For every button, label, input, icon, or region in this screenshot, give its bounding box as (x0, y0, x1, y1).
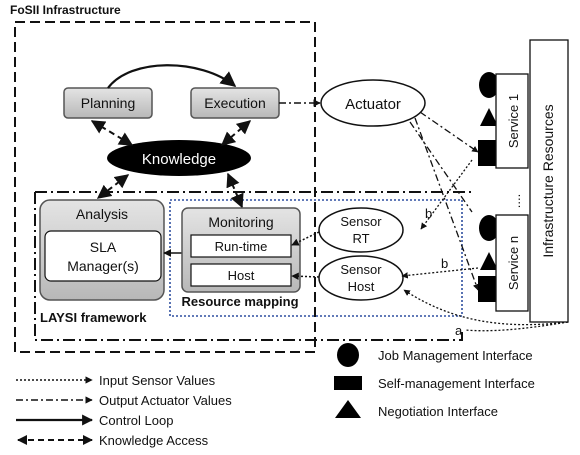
sensor-rt-node (318, 207, 404, 253)
legend-negotiation-label: Negotiation Interface (378, 404, 498, 419)
sensor-rt-to-runtime-arrow (291, 231, 320, 246)
host-box (190, 263, 292, 287)
label-b-upper: b (425, 206, 432, 221)
analysis-label: Analysis (76, 206, 128, 222)
label-b-lower: b (441, 256, 448, 271)
sla-manager-box (44, 230, 162, 282)
monitoring-label: Monitoring (208, 214, 273, 230)
sla-manager-label-line2: Manager(s) (67, 258, 139, 274)
host-label: Host (228, 268, 255, 283)
actuator-node (320, 79, 426, 127)
fosii-boundary (14, 21, 316, 353)
services-ellipsis: .... (508, 194, 523, 208)
diagram-title: FoSII Infrastructure (10, 3, 121, 17)
sla-manager-label-line1: SLA (90, 239, 117, 255)
runtime-box (190, 234, 292, 258)
service1-label: Service 1 (506, 94, 521, 148)
execution-label: Execution (204, 95, 265, 111)
legend-input-sensor-label: Input Sensor Values (99, 373, 216, 388)
servicen-self-mgmt-interface-icon (478, 276, 500, 302)
knowledge-monitoring-access (226, 172, 244, 209)
runtime-label: Run-time (215, 239, 268, 254)
actuator-to-servicen-line2 (414, 117, 480, 291)
service1-negotiation-interface-icon (480, 108, 498, 126)
actuator-to-servicen-line (409, 121, 473, 213)
servicen-box (495, 214, 529, 312)
resource-mapping-boundary (169, 199, 463, 317)
knowledge-node (107, 140, 251, 176)
service1-job-interface-icon (479, 72, 499, 98)
infrastructure-to-laysi-line (464, 321, 569, 332)
resource-mapping-label: Resource mapping (181, 294, 298, 309)
legend-control-loop-label: Control Loop (99, 413, 173, 428)
service1-box (495, 73, 529, 169)
legend-job-mgmt-label: Job Management Interface (378, 348, 533, 363)
sensor-host-to-host-arrow (291, 272, 320, 280)
legend-job-mgmt-icon (337, 343, 359, 367)
actuator-to-service1-line (419, 111, 479, 153)
knowledge-label: Knowledge (142, 151, 216, 168)
sensor-host-label-line2: Host (348, 279, 375, 294)
control-loop-arrow (107, 64, 237, 89)
sensor-rt-label-line2: RT (352, 231, 369, 246)
knowledge-planning-access (90, 120, 134, 146)
legend-self-mgmt-icon (334, 376, 362, 390)
sensor-rt-label-line1: Sensor (340, 214, 382, 229)
legend-output-actuator-label: Output Actuator Values (99, 393, 232, 408)
servicen-negotiation-interface-icon (480, 252, 498, 270)
laysi-framework-label: LAYSI framework (40, 310, 147, 325)
service1-self-mgmt-interface-icon (478, 140, 500, 166)
sensor-host-label-line1: Sensor (340, 262, 382, 277)
legend-knowledge-access-label: Knowledge Access (99, 433, 209, 448)
servicen-to-sensor-host-line (401, 267, 479, 279)
label-a: a (455, 323, 463, 338)
legend-negotiation-icon (335, 400, 361, 418)
infrastructure-resources-box (529, 39, 569, 323)
infrastructure-resources-label: Infrastructure Resources (540, 104, 556, 257)
actuator-label: Actuator (345, 96, 401, 113)
servicen-label: Service n (506, 236, 521, 290)
knowledge-analysis-access (96, 174, 130, 199)
planning-label: Planning (81, 95, 136, 111)
knowledge-execution-access (220, 120, 252, 146)
servicen-job-interface-icon (479, 215, 499, 241)
legend-self-mgmt-label: Self-management Interface (378, 376, 535, 391)
